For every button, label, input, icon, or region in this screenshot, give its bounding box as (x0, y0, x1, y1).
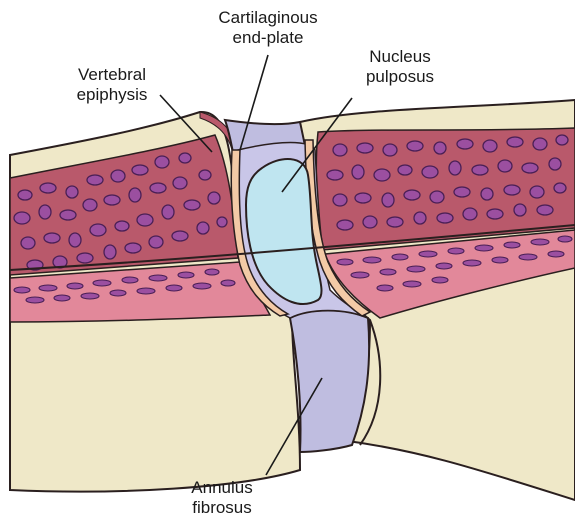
label-vertebral-epiphysis: Vertebral epiphysis (77, 65, 148, 105)
annulus-fibrosus (290, 311, 369, 453)
label-annulus-fibrosus: Annulus fibrosus (191, 478, 252, 518)
label-nucleus-pulposus: Nucleus pulposus (366, 47, 434, 87)
label-cartilaginous-endplate: Cartilaginous end-plate (218, 8, 317, 48)
